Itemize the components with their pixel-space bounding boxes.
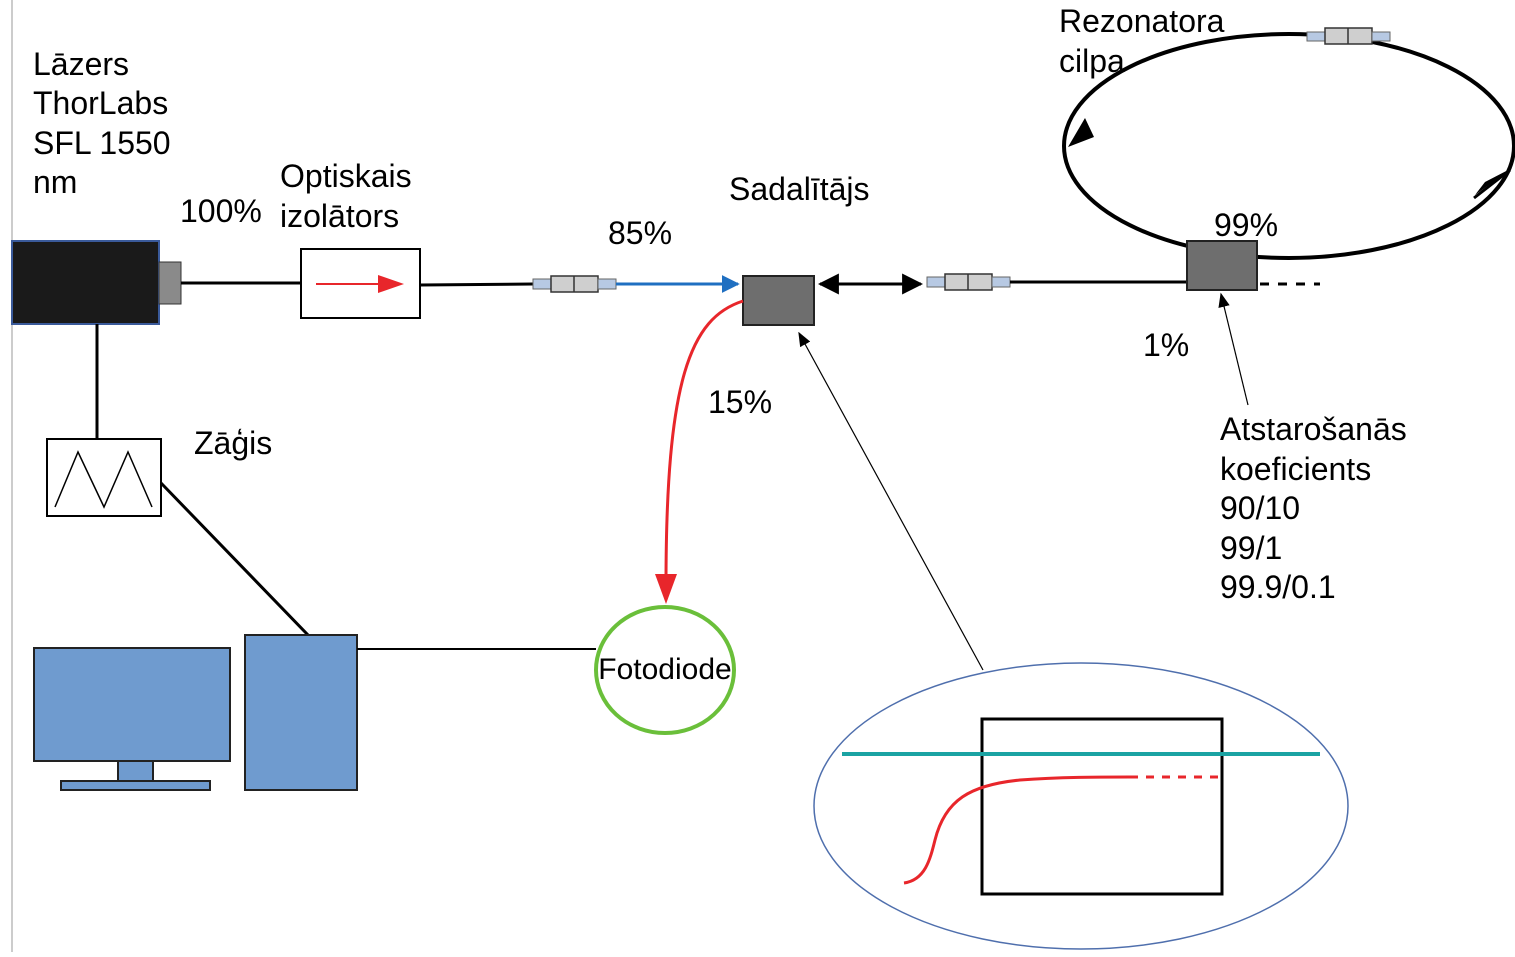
pct-15-label: 15% — [708, 384, 772, 420]
signal-15-percent-path — [664, 299, 744, 586]
resonator-label: Rezonatora cilpa — [1059, 3, 1233, 79]
resonator-arrow-left-icon — [1068, 118, 1094, 147]
computer-tower-icon — [244, 634, 358, 791]
connector-icon — [1306, 27, 1391, 45]
oscilloscope-inset-icon — [813, 662, 1349, 950]
photodiode-icon — [594, 605, 736, 735]
laser-icon — [11, 240, 182, 325]
pct-100-label: 100% — [180, 193, 262, 229]
isolator-icon — [300, 248, 421, 319]
pct-85-label: 85% — [608, 215, 672, 251]
pct-99-label: 99% — [1214, 207, 1278, 243]
resonator-loop — [1062, 32, 1515, 260]
inset-screen — [980, 717, 1224, 896]
isolator-label: Optiskais izolātors — [280, 158, 420, 234]
signal-arrow-icon — [655, 574, 677, 604]
splitter-coupler-icon — [742, 275, 815, 326]
connector-icon — [926, 273, 1011, 291]
connector-icon — [532, 275, 617, 293]
resonator-coupler-icon — [1186, 240, 1258, 291]
photodiode-label: Fotodiode — [598, 653, 731, 686]
laser-label: Lāzers ThorLabs SFL 1550 nm — [33, 46, 179, 200]
fiber-isolator-connector — [419, 282, 534, 287]
splitter-label: Sadalītājs — [729, 171, 870, 207]
monitor-icon — [33, 647, 231, 791]
sawtooth-label: Zāģis — [194, 425, 272, 461]
pct-1-label: 1% — [1143, 327, 1189, 363]
sawtooth-generator-icon — [46, 438, 162, 517]
inset-signal-curve — [903, 775, 1131, 885]
sawtooth-computer-cable — [159, 481, 310, 637]
inset-pointer — [798, 331, 984, 671]
reflection-pointer — [1218, 292, 1249, 406]
reflection-label: Atstarošanās koeficients 90/10 99/1 99.9… — [1220, 411, 1416, 605]
